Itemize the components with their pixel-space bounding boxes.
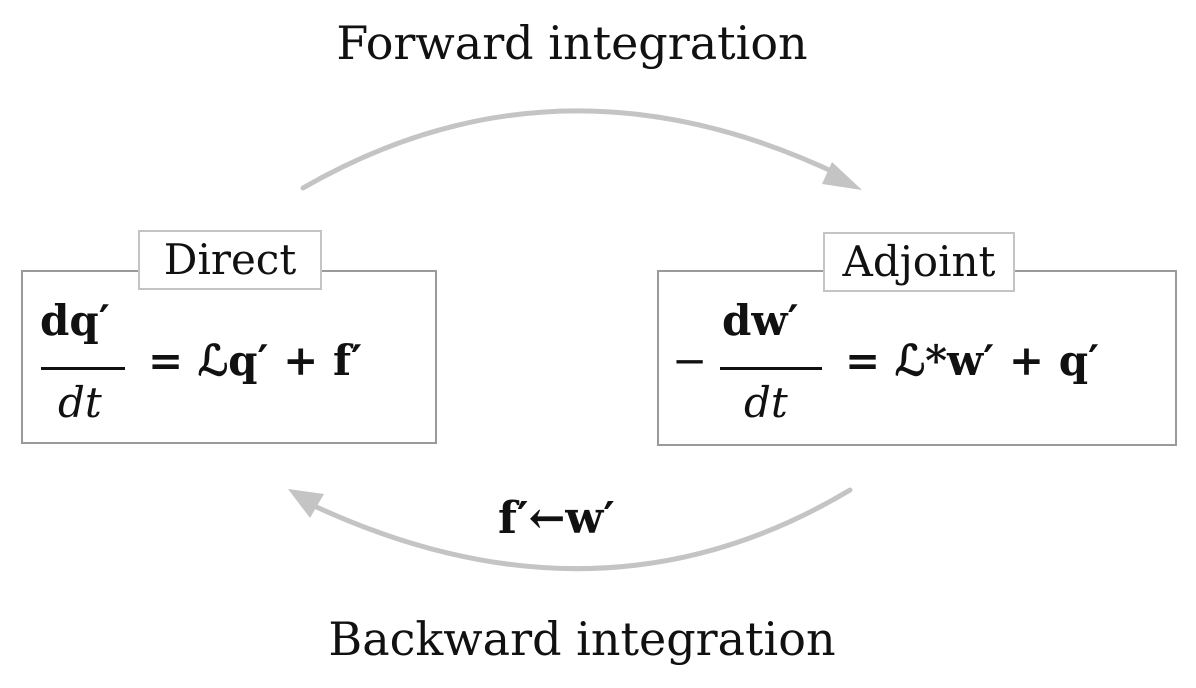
adjoint-fraction-bar (720, 367, 822, 370)
adjoint-tag: Adjoint (823, 232, 1015, 292)
forward-arrow (300, 108, 845, 191)
direct-rhs: = ℒq′ + f′ (148, 336, 363, 385)
backward-arrowhead (288, 489, 324, 518)
direct-denominator: dt (58, 378, 102, 427)
backward-arrow (307, 487, 853, 572)
backward-integration-label: Backward integration (328, 612, 836, 666)
direct-equation-box (21, 270, 437, 444)
adjoint-denominator: dt (744, 378, 788, 427)
direct-tag: Direct (138, 230, 322, 290)
adjoint-numerator: dw′ (722, 296, 799, 345)
forward-arrowhead (822, 162, 862, 190)
adjoint-minus-sign: − (672, 336, 708, 385)
feedback-label: f′←w′ (498, 493, 615, 544)
forward-integration-label: Forward integration (336, 16, 808, 70)
adjoint-rhs: = ℒ*w′ + q′ (845, 336, 1100, 385)
direct-fraction-bar (41, 367, 125, 370)
adjoint-equation-box (657, 270, 1177, 446)
direct-numerator: dq′ (40, 296, 110, 345)
